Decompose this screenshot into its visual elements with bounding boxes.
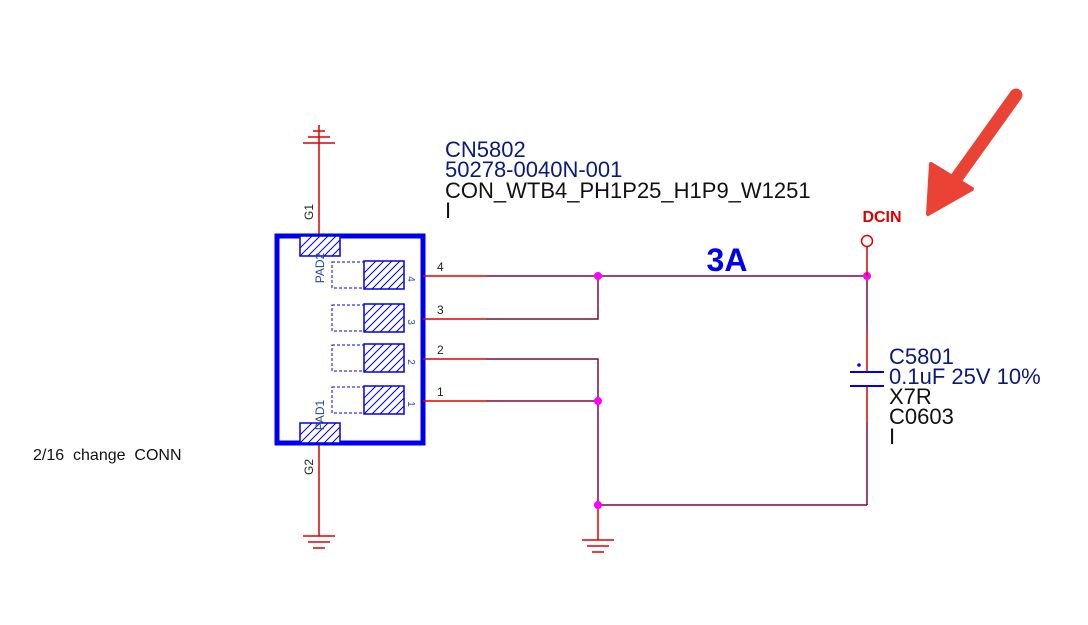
ground-symbol-bottom-mid bbox=[582, 522, 614, 553]
connector-body bbox=[274, 233, 426, 446]
junction-dot bbox=[594, 397, 602, 405]
capacitor-package: C0603 bbox=[889, 404, 954, 429]
pad-label-3: 3 bbox=[405, 319, 416, 325]
connector-extra: I bbox=[445, 198, 451, 223]
capacitor-refdes: C5801 bbox=[889, 344, 954, 369]
pin-number-1: 1 bbox=[437, 385, 444, 399]
pad-label-2: 2 bbox=[405, 359, 416, 365]
change-note: 2/16 change CONN bbox=[33, 447, 182, 464]
contact-pad-2 bbox=[331, 343, 405, 373]
ground-symbol-bottom-left bbox=[303, 518, 335, 549]
connector-refdes: CN5802 bbox=[445, 137, 526, 162]
mount-pad-label-top: PAD2 bbox=[313, 252, 327, 283]
junction-dot bbox=[594, 501, 602, 509]
net-label-dcin: DCIN bbox=[862, 209, 901, 226]
mount-pad-top bbox=[299, 235, 341, 257]
capacitor-symbol bbox=[850, 332, 884, 423]
pin-number-2: 2 bbox=[437, 343, 444, 357]
annotation-arrow bbox=[926, 88, 1023, 216]
capacitor-dielectric: X7R bbox=[889, 384, 932, 409]
capacitor-value: 0.1uF 25V 10% bbox=[889, 364, 1041, 389]
ground-pin-label-g2: G2 bbox=[302, 459, 316, 475]
pin-number-3: 3 bbox=[437, 303, 444, 317]
ground-pin-label-g1: G1 bbox=[302, 204, 316, 220]
dcin-net-wires bbox=[486, 275, 867, 320]
dcin-port-circle bbox=[860, 234, 874, 248]
connector-part-number: 50278-0040N-001 bbox=[445, 157, 622, 182]
current-label: 3A bbox=[707, 242, 748, 278]
junction-dot bbox=[594, 272, 602, 280]
pad-label-4: 4 bbox=[405, 276, 416, 282]
ground-symbol-top bbox=[303, 125, 335, 144]
pin-number-4: 4 bbox=[437, 260, 444, 274]
ground-net-wires bbox=[486, 276, 868, 506]
pad-label-1: 1 bbox=[405, 401, 416, 407]
contact-pad-3 bbox=[331, 303, 405, 333]
contact-pad-1 bbox=[331, 385, 405, 415]
mount-pad-label-bottom: PAD1 bbox=[313, 399, 327, 430]
mount-pad-bottom bbox=[299, 422, 341, 444]
capacitor-extra: I bbox=[889, 424, 895, 449]
contact-pad-4 bbox=[331, 260, 405, 290]
connector-footprint: CON_WTB4_PH1P25_H1P9_W1251 bbox=[445, 178, 811, 203]
